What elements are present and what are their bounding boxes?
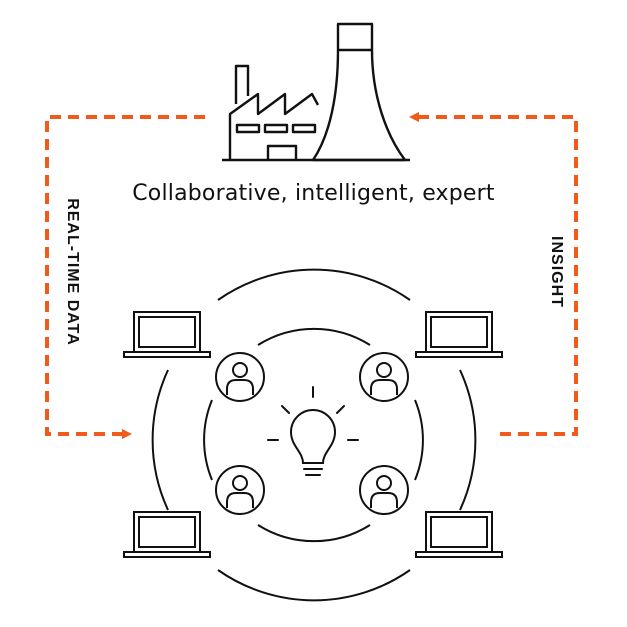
insight-label: INSIGHT	[548, 236, 565, 308]
laptop-icon	[415, 311, 503, 358]
person-icon	[359, 465, 409, 515]
insight-arrow	[409, 112, 578, 436]
outer-ring	[151, 268, 477, 602]
flow-lines	[45, 112, 578, 439]
laptop-icon	[123, 311, 211, 358]
inner-ring	[203, 327, 424, 543]
person-icon	[215, 465, 265, 515]
lightbulb-icon	[267, 386, 359, 476]
real-time-data-label: REAL-TIME DATA	[64, 198, 81, 346]
real-time-data-arrow	[45, 115, 205, 439]
person-icon	[359, 352, 409, 402]
factory-icon	[222, 22, 410, 162]
person-icon	[215, 352, 265, 402]
diagram-caption: Collaborative, intelligent, expert	[132, 181, 495, 206]
laptop-icon	[123, 511, 211, 558]
laptop-icon	[415, 511, 503, 558]
